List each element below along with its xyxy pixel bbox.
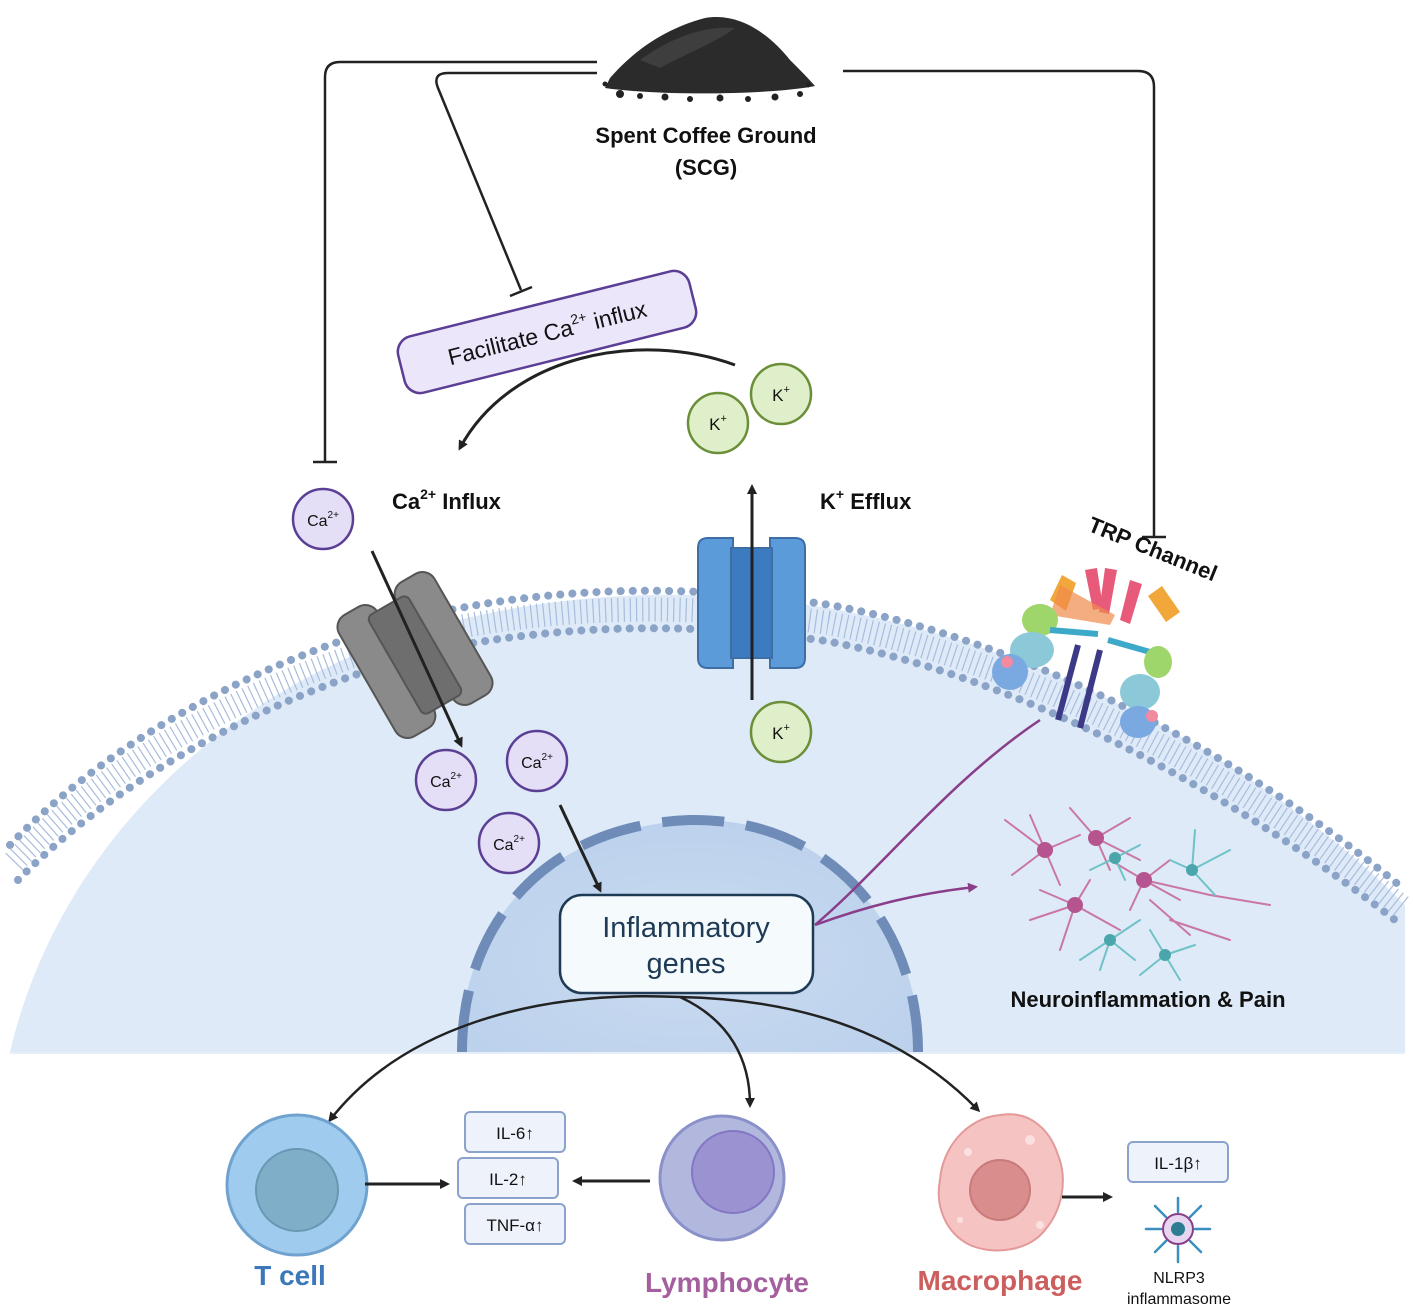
genes-to-macrophage-arrow: [679, 995, 981, 1113]
k-ion-top-1: K+: [686, 391, 750, 455]
nlrp3-line1: NLRP3: [1153, 1270, 1205, 1287]
ca-ion-inside-2: Ca2+: [505, 729, 569, 793]
facilitate-text-sup: 2+: [569, 308, 588, 327]
t-cell-icon: [225, 1113, 369, 1257]
svg-text:Ca2+: Ca2+: [521, 752, 553, 772]
cytokine-tnf-box: TNF-α↑: [464, 1203, 566, 1245]
scg-inhibition-left: [313, 60, 597, 464]
svg-text:Ca2+: Ca2+: [430, 771, 462, 791]
macrophage-icon: [937, 1113, 1064, 1252]
ca-to-genes-arrow: [558, 804, 602, 893]
genes-to-neuro-arrow: [814, 882, 978, 927]
ca-influx-label: Ca2+ Influx: [392, 486, 502, 514]
macrophage-label: Macrophage: [918, 1265, 1083, 1296]
ca-ion-inside-3: Ca2+: [477, 811, 541, 875]
t-cell-label: T cell: [254, 1260, 326, 1291]
lymphocyte-label: Lymphocyte: [645, 1267, 809, 1298]
scg-inhibition-facilitate: [435, 71, 597, 298]
k-ion-top-2: K+: [749, 362, 813, 426]
ca-ion-inside-1: Ca2+: [414, 748, 478, 812]
genes-line1: Inflammatory: [602, 912, 770, 944]
neuroinflammation-label: Neuroinflammation & Pain: [1010, 987, 1285, 1012]
svg-text:IL-6↑: IL-6↑: [496, 1124, 534, 1143]
inflammatory-genes-box: Inflammatory genes: [558, 893, 815, 995]
trp-to-genes-line: [814, 718, 1041, 926]
membrane-outer-leaflet: [6, 586, 1409, 894]
cytokine-il6-box: IL-6↑: [464, 1111, 566, 1153]
genes-line2: genes: [646, 948, 725, 980]
svg-text:IL-1β↑: IL-1β↑: [1154, 1154, 1202, 1173]
nuclear-envelope: [457, 814, 923, 1053]
ca-influx-arrow: [370, 550, 463, 748]
nlrp3-inflammasome-icon: [1144, 1196, 1212, 1264]
lymphocyte-icon: [658, 1114, 786, 1242]
scg-inhibition-trp: [843, 69, 1166, 539]
svg-text:K+: K+: [709, 413, 727, 434]
svg-text:K+: K+: [772, 384, 790, 405]
cytokine-il2-box: IL-2↑: [457, 1157, 559, 1199]
nlrp3-line2: inflammasome: [1127, 1291, 1231, 1308]
calcium-channel-icon: [336, 571, 494, 739]
facilitate-ca-influx-box: Facilitate Ca2+ influx: [396, 269, 698, 395]
scg-title-line1: Spent Coffee Ground: [595, 123, 816, 148]
genes-to-lymphocyte-arrow: [679, 995, 755, 1108]
k-ion-inside: K+: [749, 700, 813, 764]
scg-title-line2: (SCG): [675, 155, 737, 180]
membrane-inner-leaflet: [14, 624, 1404, 928]
coffee-ground-pile-icon: [602, 17, 815, 102]
cytokine-il1b-box: IL-1β↑: [1127, 1141, 1229, 1183]
trp-channel-icon: [992, 568, 1180, 738]
svg-text:Ca2+: Ca2+: [307, 510, 339, 530]
k-efflux-label: K+ Efflux: [820, 486, 912, 514]
svg-text:K+: K+: [772, 722, 790, 743]
neurons-illustration: [1004, 807, 1271, 981]
svg-text:IL-2↑: IL-2↑: [489, 1170, 527, 1189]
svg-text:TNF-α↑: TNF-α↑: [486, 1216, 543, 1235]
ca-ion-outside: Ca2+: [291, 487, 355, 551]
genes-to-tcell-arrow: [328, 995, 681, 1123]
svg-text:Ca2+: Ca2+: [493, 834, 525, 854]
facilitate-curved-arrow: [458, 348, 736, 451]
